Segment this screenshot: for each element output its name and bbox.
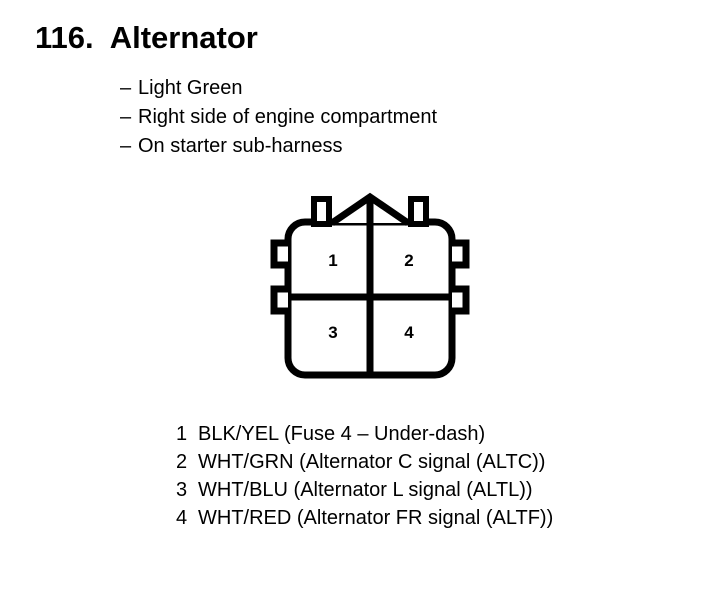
pin-number-1: 1: [328, 251, 337, 270]
pin-legend-list: 1 BLK/YEL (Fuse 4 – Under-dash) 2 WHT/GRN …: [176, 420, 696, 532]
dash-bullet-icon: –: [120, 106, 132, 128]
top-right-post: [408, 196, 429, 227]
legend-pin-description: WHT/GRN (Alternator C signal (ALTC)): [198, 451, 546, 473]
pin-number-4: 4: [404, 323, 414, 342]
connector-diagram: 1 2 3 4: [262, 185, 477, 385]
dash-bullet-icon: –: [120, 135, 132, 157]
legend-row: 4 WHT/RED (Alternator FR signal (ALTF)): [176, 504, 696, 532]
legend-pin-number: 3: [176, 479, 188, 501]
connector-svg: 1 2 3 4: [270, 192, 470, 379]
legend-row: 3 WHT/BLU (Alternator L signal (ALTL)): [176, 476, 696, 504]
page-title: 116. Alternator: [35, 20, 258, 55]
attribute-label: On starter sub-harness: [138, 135, 343, 157]
right-lower-tab: [452, 285, 470, 315]
left-upper-tab: [270, 239, 288, 269]
right-upper-tab: [452, 239, 470, 269]
legend-pin-description: BLK/YEL (Fuse 4 – Under-dash): [198, 423, 486, 445]
legend-pin-description: WHT/BLU (Alternator L signal (ALTL)): [198, 479, 533, 501]
attribute-item-color: –Light Green: [120, 74, 680, 103]
legend-pin-number: 1: [176, 423, 188, 445]
left-lower-tab: [270, 285, 288, 315]
legend-row: 2 WHT/GRN (Alternator C signal (ALTC)): [176, 448, 696, 476]
attribute-item-location: –Right side of engine compartment: [120, 103, 680, 132]
connector-attribute-list: –Light Green –Right side of engine compa…: [120, 74, 680, 161]
legend-pin-number: 4: [176, 507, 188, 529]
dash-bullet-icon: –: [120, 77, 132, 99]
pin-number-3: 3: [328, 323, 337, 342]
legend-row: 1 BLK/YEL (Fuse 4 – Under-dash): [176, 420, 696, 448]
pin-number-2: 2: [404, 251, 413, 270]
attribute-label: Light Green: [138, 77, 243, 99]
legend-pin-description: WHT/RED (Alternator FR signal (ALTF)): [198, 507, 554, 529]
legend-pin-number: 2: [176, 451, 188, 473]
top-left-post: [311, 196, 332, 227]
attribute-item-harness: –On starter sub-harness: [120, 132, 680, 161]
attribute-label: Right side of engine compartment: [138, 106, 438, 128]
